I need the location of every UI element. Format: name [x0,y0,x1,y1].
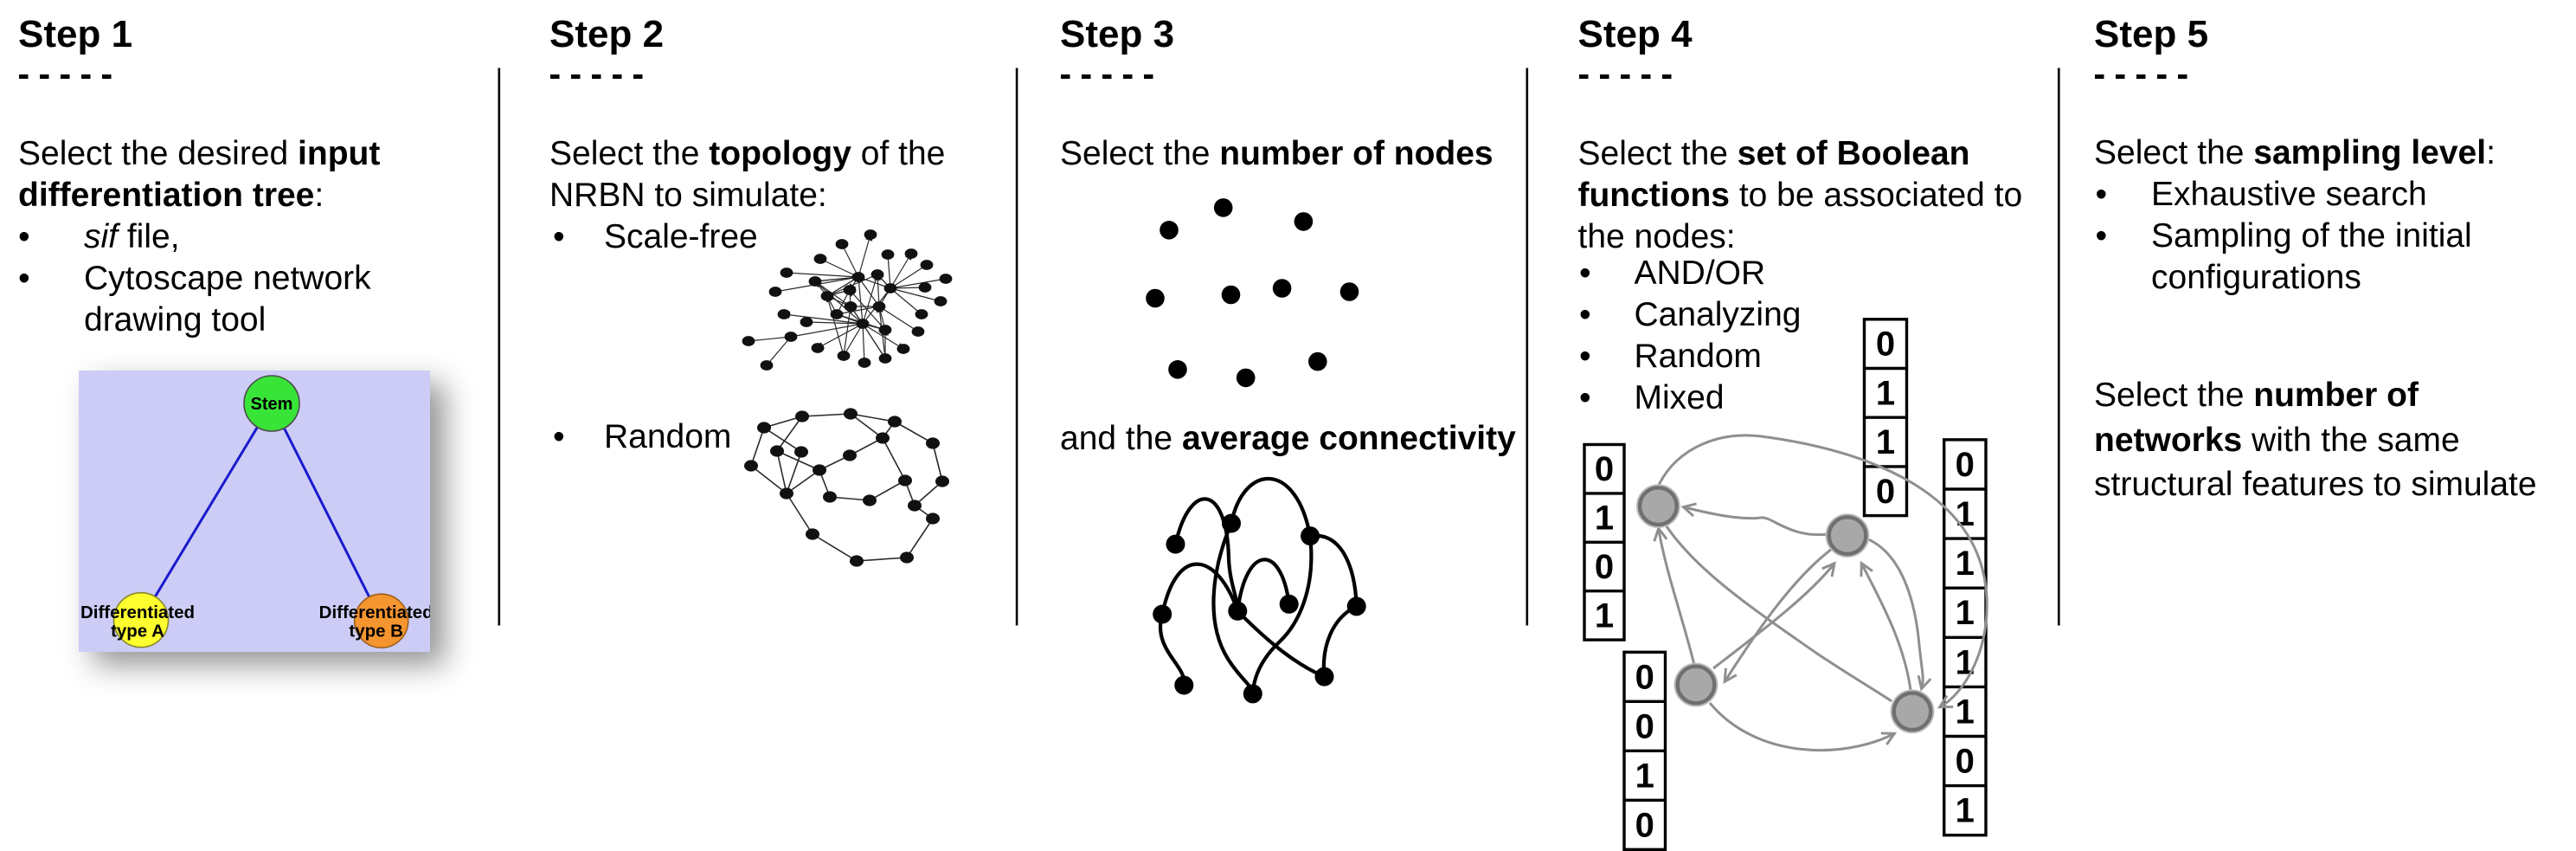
svg-text:1: 1 [1635,757,1654,795]
svg-text:1: 1 [1956,693,1975,731]
svg-text:0: 0 [1635,707,1654,745]
svg-text:1: 1 [1956,495,1975,533]
svg-text:0: 0 [1635,658,1654,696]
svg-text:1: 1 [1876,423,1895,461]
svg-text:1: 1 [1956,545,1975,583]
svg-text:1: 1 [1956,594,1975,632]
svg-text:1: 1 [1876,374,1895,412]
svg-text:1: 1 [1956,792,1975,830]
svg-text:0: 0 [1635,806,1654,844]
svg-text:1: 1 [1956,643,1975,681]
svg-text:Differentiated: Differentiated [319,603,430,622]
svg-text:0: 0 [1595,548,1614,586]
svg-text:type A: type A [111,621,164,641]
svg-text:Stem: Stem [251,395,293,414]
svg-text:0: 0 [1876,326,1895,364]
svg-text:0: 0 [1956,446,1975,484]
svg-text:1: 1 [1595,596,1614,635]
svg-text:0: 0 [1876,473,1895,511]
svg-text:1: 1 [1595,500,1614,538]
svg-text:0: 0 [1956,743,1975,781]
svg-text:Differentiated: Differentiated [80,603,195,622]
svg-text:0: 0 [1595,450,1614,488]
svg-text:type B: type B [349,621,403,641]
